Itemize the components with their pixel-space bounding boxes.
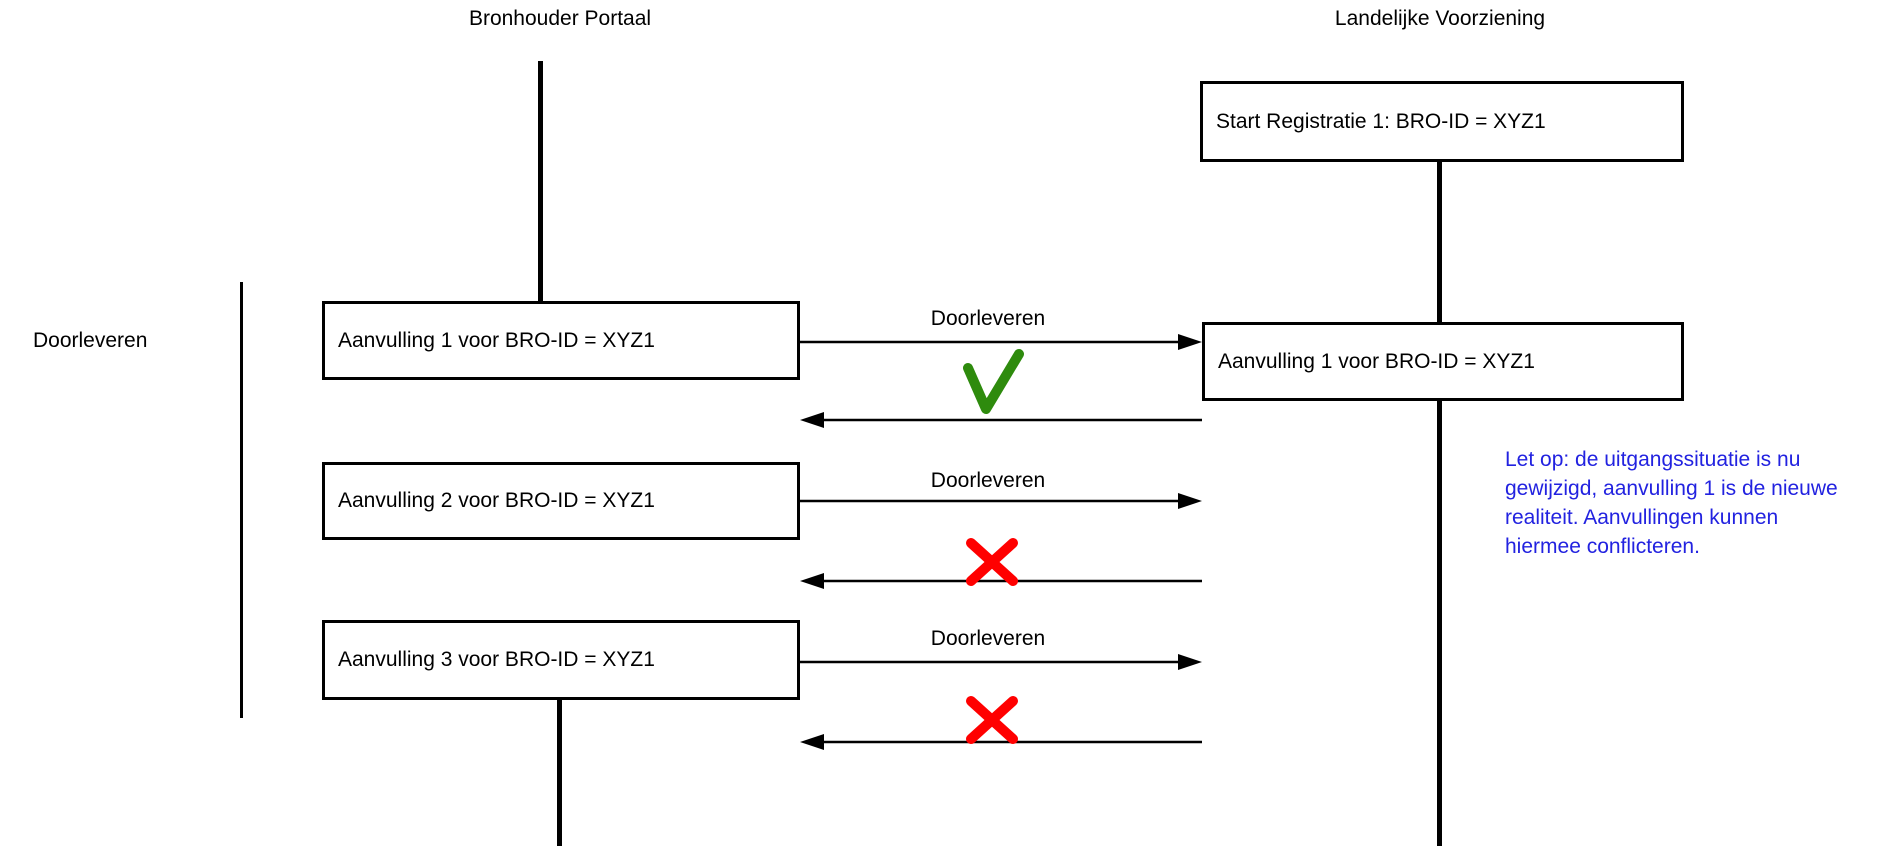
- warning-note: Let op: de uitgangssituatie is nu gewijz…: [1505, 445, 1838, 561]
- warning-note-line-4: hiermee conflicteren.: [1505, 535, 1700, 558]
- warning-note-line-3: realiteit. Aanvullingen kunnen: [1505, 506, 1779, 529]
- lv-aanvulling-1-box-label: Aanvulling 1 voor BRO-ID = XYZ1: [1218, 349, 1535, 373]
- doorleveren-arrow-2: [800, 493, 1202, 509]
- aanvulling-2-box-label: Aanvulling 2 voor BRO-ID = XYZ1: [338, 489, 655, 512]
- check-icon: [963, 349, 1024, 414]
- response-arrow-1: [800, 412, 1202, 428]
- start-registratie-box-label: Start Registratie 1: BRO-ID = XYZ1: [1216, 109, 1546, 133]
- aanvulling-3-box-label: Aanvulling 3 voor BRO-ID = XYZ1: [338, 648, 655, 671]
- actor-title-landelijke-voorziening: Landelijke Voorziening: [1334, 7, 1546, 30]
- doorleveren-arrow-1: [800, 334, 1202, 350]
- start-registratie-box: Start Registratie 1: BRO-ID = XYZ1: [1200, 81, 1684, 162]
- cross-icon: [966, 696, 1018, 744]
- actor-title-bronhouder-portaal: Bronhouder Portaal: [468, 7, 652, 30]
- aanvulling-1-box-label: Aanvulling 1 voor BRO-ID = XYZ1: [338, 328, 655, 352]
- lv-aanvulling-1-box: Aanvulling 1 voor BRO-ID = XYZ1: [1202, 322, 1684, 401]
- phase-label-doorleveren: Doorleveren: [33, 329, 148, 352]
- doorleveren-arrow-label-2: Doorleveren: [930, 469, 1046, 492]
- phase-bracket-line: [240, 282, 243, 718]
- warning-note-line-1: Let op: de uitgangssituatie is nu: [1505, 448, 1801, 471]
- aanvulling-3-box: Aanvulling 3 voor BRO-ID = XYZ1: [322, 620, 800, 700]
- cross-icon: [966, 538, 1018, 586]
- warning-note-line-2: gewijzigd, aanvulling 1 is de nieuwe: [1505, 477, 1838, 500]
- aanvulling-1-box: Aanvulling 1 voor BRO-ID = XYZ1: [322, 301, 800, 380]
- lifeline-bronhouder-top: [538, 61, 543, 302]
- doorleveren-arrow-label-1: Doorleveren: [930, 307, 1046, 330]
- aanvulling-2-box: Aanvulling 2 voor BRO-ID = XYZ1: [322, 462, 800, 540]
- lifeline-bronhouder-bottom: [557, 699, 562, 846]
- doorleveren-arrow-3: [800, 654, 1202, 670]
- lifeline-landelijke: [1437, 160, 1442, 846]
- doorleveren-arrow-label-3: Doorleveren: [930, 627, 1046, 650]
